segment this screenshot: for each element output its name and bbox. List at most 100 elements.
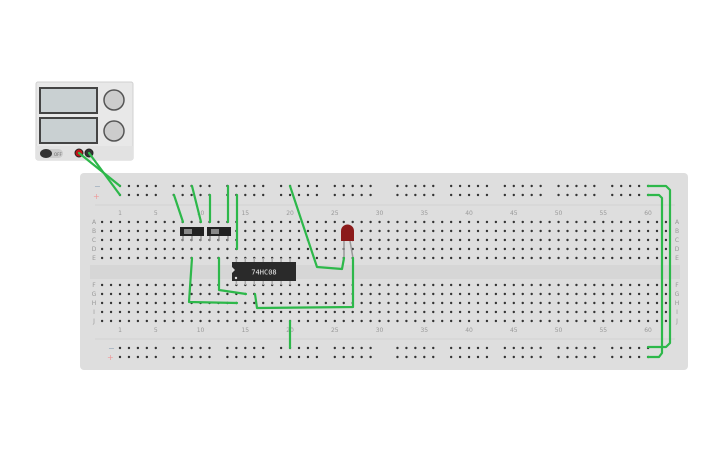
hole[interactable] xyxy=(163,310,166,314)
hole[interactable] xyxy=(530,220,533,224)
hole[interactable] xyxy=(306,292,310,296)
hole[interactable] xyxy=(575,229,578,233)
hole[interactable] xyxy=(369,220,372,224)
rail-hole[interactable] xyxy=(423,193,426,197)
hole[interactable] xyxy=(512,283,515,287)
hole[interactable] xyxy=(449,256,453,260)
hole[interactable] xyxy=(530,256,533,260)
hole[interactable] xyxy=(575,220,578,224)
hole[interactable] xyxy=(441,256,444,260)
hole[interactable] xyxy=(611,220,614,224)
hole[interactable] xyxy=(172,310,175,314)
rail-hole[interactable] xyxy=(405,193,408,197)
hole[interactable] xyxy=(387,247,390,251)
rail-hole[interactable] xyxy=(566,193,569,197)
hole[interactable] xyxy=(628,292,632,296)
hole[interactable] xyxy=(226,256,229,260)
hole[interactable] xyxy=(467,283,471,287)
rail-hole[interactable] xyxy=(190,346,193,350)
hole[interactable] xyxy=(458,292,462,296)
rail-hole[interactable] xyxy=(136,355,140,359)
hole[interactable] xyxy=(181,247,184,251)
hole[interactable] xyxy=(199,292,202,296)
hole[interactable] xyxy=(620,319,623,323)
rail-hole[interactable] xyxy=(485,193,489,197)
rail-hole[interactable] xyxy=(136,184,140,188)
hole[interactable] xyxy=(253,238,256,242)
hole[interactable] xyxy=(432,220,435,224)
hole[interactable] xyxy=(512,220,515,224)
hole[interactable] xyxy=(378,310,381,314)
hole[interactable] xyxy=(664,283,668,287)
hole[interactable] xyxy=(288,310,292,314)
hole[interactable] xyxy=(485,319,489,323)
hole[interactable] xyxy=(333,220,336,224)
hole[interactable] xyxy=(297,256,301,260)
hole[interactable] xyxy=(279,220,283,224)
rail-hole[interactable] xyxy=(566,184,569,188)
hole[interactable] xyxy=(369,256,372,260)
hole[interactable] xyxy=(297,247,301,251)
hole[interactable] xyxy=(405,283,408,287)
hole[interactable] xyxy=(476,220,480,224)
rail-hole[interactable] xyxy=(235,346,238,350)
hole[interactable] xyxy=(315,220,319,224)
hole[interactable] xyxy=(485,292,489,296)
hole[interactable] xyxy=(637,256,641,260)
hole[interactable] xyxy=(620,247,623,251)
hole[interactable] xyxy=(593,247,596,251)
hole[interactable] xyxy=(432,238,435,242)
hole[interactable] xyxy=(369,229,372,233)
rail-hole[interactable] xyxy=(279,355,283,359)
hole[interactable] xyxy=(306,283,310,287)
rail-hole[interactable] xyxy=(172,346,175,350)
hole[interactable] xyxy=(548,292,551,296)
hole[interactable] xyxy=(593,238,596,242)
rail-hole[interactable] xyxy=(127,193,131,197)
hole[interactable] xyxy=(467,220,471,224)
rail-hole[interactable] xyxy=(288,193,292,197)
hole[interactable] xyxy=(584,310,587,314)
rail-hole[interactable] xyxy=(154,355,157,359)
hole[interactable] xyxy=(548,220,551,224)
hole[interactable] xyxy=(530,301,533,305)
hole[interactable] xyxy=(127,247,131,251)
rail-hole[interactable] xyxy=(449,184,453,188)
hole[interactable] xyxy=(646,238,650,242)
rail-hole[interactable] xyxy=(476,193,480,197)
hole[interactable] xyxy=(628,220,632,224)
hole[interactable] xyxy=(503,247,507,251)
rail-hole[interactable] xyxy=(253,346,256,350)
hole[interactable] xyxy=(172,238,175,242)
hole[interactable] xyxy=(127,301,131,305)
hole[interactable] xyxy=(521,292,524,296)
breadboard[interactable]: 1155101015152020252530303535404045455050… xyxy=(80,173,688,370)
hole[interactable] xyxy=(485,310,489,314)
hole[interactable] xyxy=(109,292,113,296)
rail-hole[interactable] xyxy=(172,184,175,188)
hole[interactable] xyxy=(208,319,211,323)
hole[interactable] xyxy=(306,247,310,251)
hole[interactable] xyxy=(432,292,435,296)
hole[interactable] xyxy=(548,283,551,287)
hole[interactable] xyxy=(476,283,480,287)
hole[interactable] xyxy=(405,256,408,260)
hole[interactable] xyxy=(378,292,381,296)
hole[interactable] xyxy=(584,229,587,233)
hole[interactable] xyxy=(315,292,319,296)
hole[interactable] xyxy=(620,301,623,305)
rail-hole[interactable] xyxy=(360,184,363,188)
hole[interactable] xyxy=(333,238,336,242)
hole[interactable] xyxy=(414,256,417,260)
hole[interactable] xyxy=(432,229,435,233)
hole[interactable] xyxy=(655,247,659,251)
hole[interactable] xyxy=(494,319,498,323)
hole[interactable] xyxy=(369,319,372,323)
rail-hole[interactable] xyxy=(208,346,211,350)
rail-hole[interactable] xyxy=(297,184,301,188)
rail-hole[interactable] xyxy=(297,193,301,197)
hole[interactable] xyxy=(235,319,238,323)
hole[interactable] xyxy=(118,220,122,224)
hole[interactable] xyxy=(378,229,381,233)
rail-hole[interactable] xyxy=(136,346,140,350)
